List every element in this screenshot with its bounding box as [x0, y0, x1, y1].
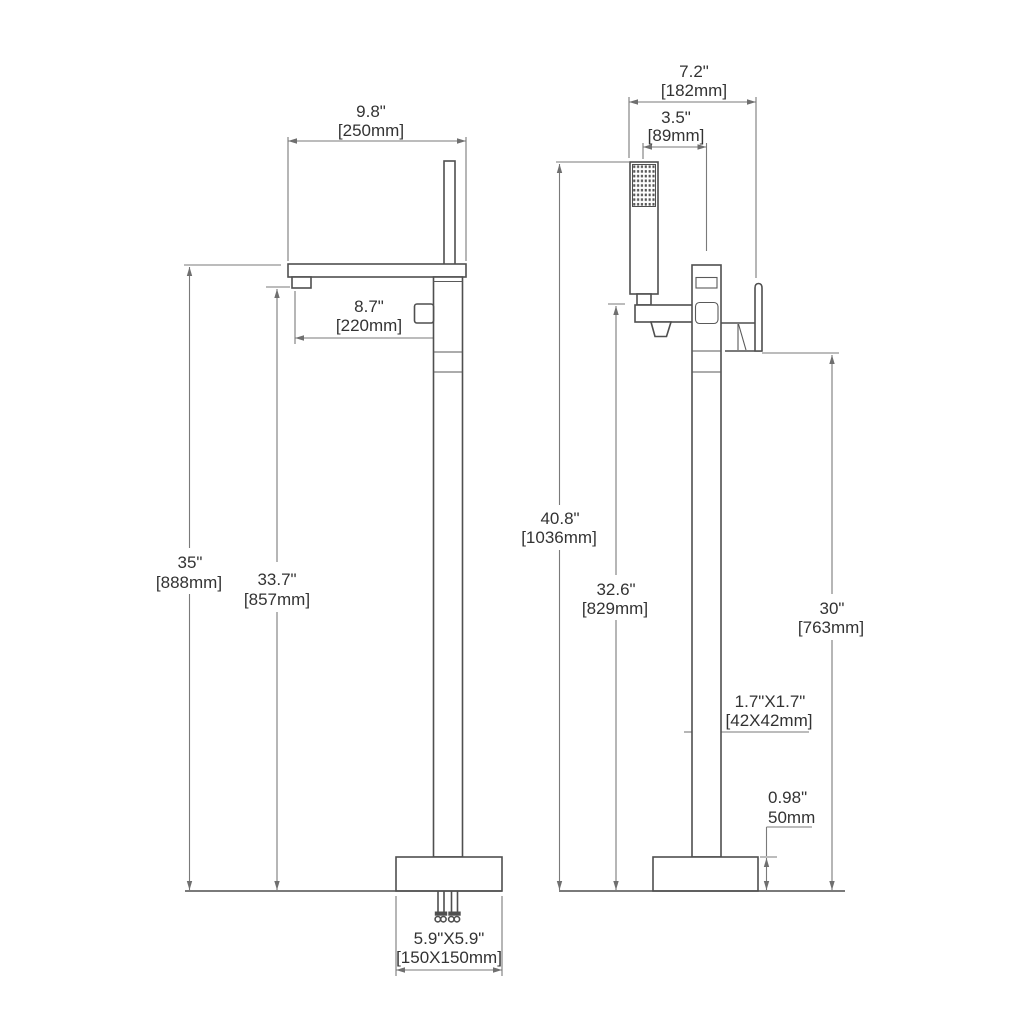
dim-label: 3.5": [661, 108, 691, 127]
dim-label: [763mm]: [798, 618, 864, 637]
dim-label: [89mm]: [648, 126, 705, 145]
dim-front-spout-height: 33.7" [857mm]: [244, 286, 310, 890]
dim-label: 7.2": [679, 62, 709, 81]
dim-label: 33.7": [257, 570, 296, 589]
lever-pivot-line: [737, 323, 747, 351]
hand-shower-spray-face: [632, 164, 656, 207]
side-view: [559, 161, 845, 892]
dim-side-handle-height: 30" [763mm]: [762, 352, 864, 890]
diverter-button-front: [413, 303, 435, 324]
dim-label: [42X42mm]: [726, 711, 813, 730]
dim-label: 8.7": [354, 297, 384, 316]
dim-label: 32.6": [596, 580, 635, 599]
dim-front-spout-reach: 8.7" [220mm]: [294, 291, 451, 344]
lever-handle-side: [721, 282, 763, 352]
dim-label: [888mm]: [156, 573, 222, 592]
hose-connector: [434, 911, 448, 916]
diverter-button-side: [694, 301, 719, 325]
dim-label: 9.8": [356, 102, 386, 121]
handle-blade-front: [443, 160, 456, 266]
shower-hose-outlet: [649, 321, 673, 338]
dim-side-holder-height: 32.6" [829mm]: [582, 303, 648, 890]
spout-bar: [287, 263, 467, 278]
dim-label: [1036mm]: [521, 528, 597, 547]
dim-front-overall-height: 35" [888mm]: [156, 264, 281, 890]
dim-label: 1.7"X1.7": [735, 692, 806, 711]
base-plate-side: [652, 856, 759, 892]
dim-label: [150X150mm]: [396, 948, 502, 967]
supply-hoses: [434, 891, 461, 923]
faucet-column-front: [432, 276, 464, 858]
lever-blade: [754, 282, 763, 352]
base-plate-front: [395, 856, 503, 892]
dim-label: 30": [820, 599, 845, 618]
dim-side-column-section: 1.7"X1.7" [42X42mm]: [684, 692, 813, 735]
hose-connector: [448, 911, 461, 916]
dim-front-overall-width: 9.8" [250mm]: [287, 102, 467, 261]
shower-holder-arm: [634, 304, 694, 323]
hand-shower-connector: [636, 293, 652, 306]
column-detail-rect: [695, 276, 718, 289]
dim-label: [857mm]: [244, 590, 310, 609]
spout-outlet: [291, 276, 312, 289]
dim-label: [829mm]: [582, 599, 648, 618]
hose-connector-end: [434, 915, 442, 923]
dim-side-shower-offset: 3.5" [89mm]: [642, 108, 708, 251]
dim-front-base-size: 5.9"X5.9" [150X150mm]: [395, 896, 503, 976]
dim-side-overall-height: 40.8" [1036mm]: [521, 161, 629, 890]
dim-side-base-height: 0.98" 50mm: [760, 788, 815, 890]
hose-connector-end: [447, 915, 455, 923]
hose-connector-end: [439, 915, 447, 923]
hose-connector-end: [453, 915, 461, 923]
dim-side-overall-width: 7.2" [182mm]: [628, 62, 757, 278]
front-view: [185, 160, 503, 923]
dim-label: [182mm]: [661, 81, 727, 100]
dim-label: [220mm]: [336, 316, 402, 335]
dim-label: [250mm]: [338, 121, 404, 140]
faucet-column-side: [691, 264, 722, 858]
dim-label: 40.8": [540, 509, 579, 528]
dim-label: 50mm: [768, 808, 815, 827]
dim-label: 35": [178, 553, 203, 572]
dim-label: 0.98": [768, 788, 807, 807]
dim-label: 5.9"X5.9": [414, 929, 485, 948]
